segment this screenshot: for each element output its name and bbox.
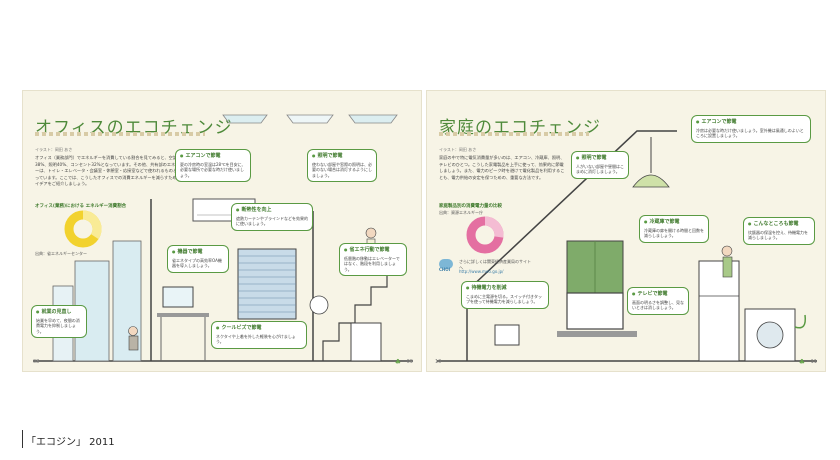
leaf-icon: ♣ xyxy=(798,358,805,366)
right-page-home: 家庭のエコチェンジ イラスト：岡田 あさ 家庭の中で特に電気消費量が多いのは、エ… xyxy=(426,90,826,372)
leaf-page-number-right: 11 xyxy=(810,359,817,365)
choi-badge xyxy=(439,259,453,269)
illustration-credit: イラスト：岡田 あさ xyxy=(35,147,73,152)
choi-url-link[interactable]: http://www.meti.go.jp/ xyxy=(459,269,504,274)
choi-text: さらに詳しくは関東経済産業局のサイトへ xyxy=(459,259,531,270)
chart-title: 家庭製品別の消費電力量の比較 xyxy=(439,204,502,209)
chart-source: 出典：省エネルギーセンター xyxy=(35,251,87,256)
intro-text: 家庭の中で特に電気消費量が多いのは、エアコン、冷蔵庫、照明、テレビのひとつ。こう… xyxy=(439,155,565,180)
title-underline xyxy=(439,132,589,136)
chart-source: 出典：資源エネルギー庁 xyxy=(439,210,483,215)
leaf-icon: ♣ xyxy=(394,358,401,366)
home-power-donut-chart xyxy=(466,216,504,254)
callout-aircon: エアコンで節電冷房は必要な時だけ使いましょう。室外機は風通しのよいところに設置し… xyxy=(691,115,811,143)
title-underline xyxy=(35,132,205,136)
energy-donut-chart xyxy=(64,210,102,248)
office-illustration xyxy=(33,114,413,362)
callout-aircon: エアコンで節電夏の冷房時の室温は28℃を目安に、必要な場所で必要な時だけ使いまし… xyxy=(175,149,251,182)
caption: 「エコジン」 2011 xyxy=(26,437,115,448)
callout-standby-power: 待機電力を削減こまめに主電源を切る。スイッチ付きタップを使って待機電力を減らしま… xyxy=(461,281,549,309)
illustration-credit: イラスト：岡田 あさ xyxy=(439,147,477,152)
page-number-right: 10 xyxy=(435,359,442,365)
home-illustration xyxy=(437,130,817,362)
page-number-left: 08 xyxy=(33,359,40,365)
left-page-office: オフィスのエコチェンジ イラスト：岡田 あさ オフィス（業務部門）でエネルギーを… xyxy=(22,90,422,372)
leaf-page-number-left: 09 xyxy=(406,359,413,365)
chart-title: オフィス(業務)における エネルギー消費割合 xyxy=(35,204,127,209)
choi-label: CHOI xyxy=(439,267,451,272)
caption-bar xyxy=(22,430,23,448)
intro-text: オフィス（業務部門）でエネルギーを消費している割合を見てみると、空調38%、照明… xyxy=(35,155,185,186)
